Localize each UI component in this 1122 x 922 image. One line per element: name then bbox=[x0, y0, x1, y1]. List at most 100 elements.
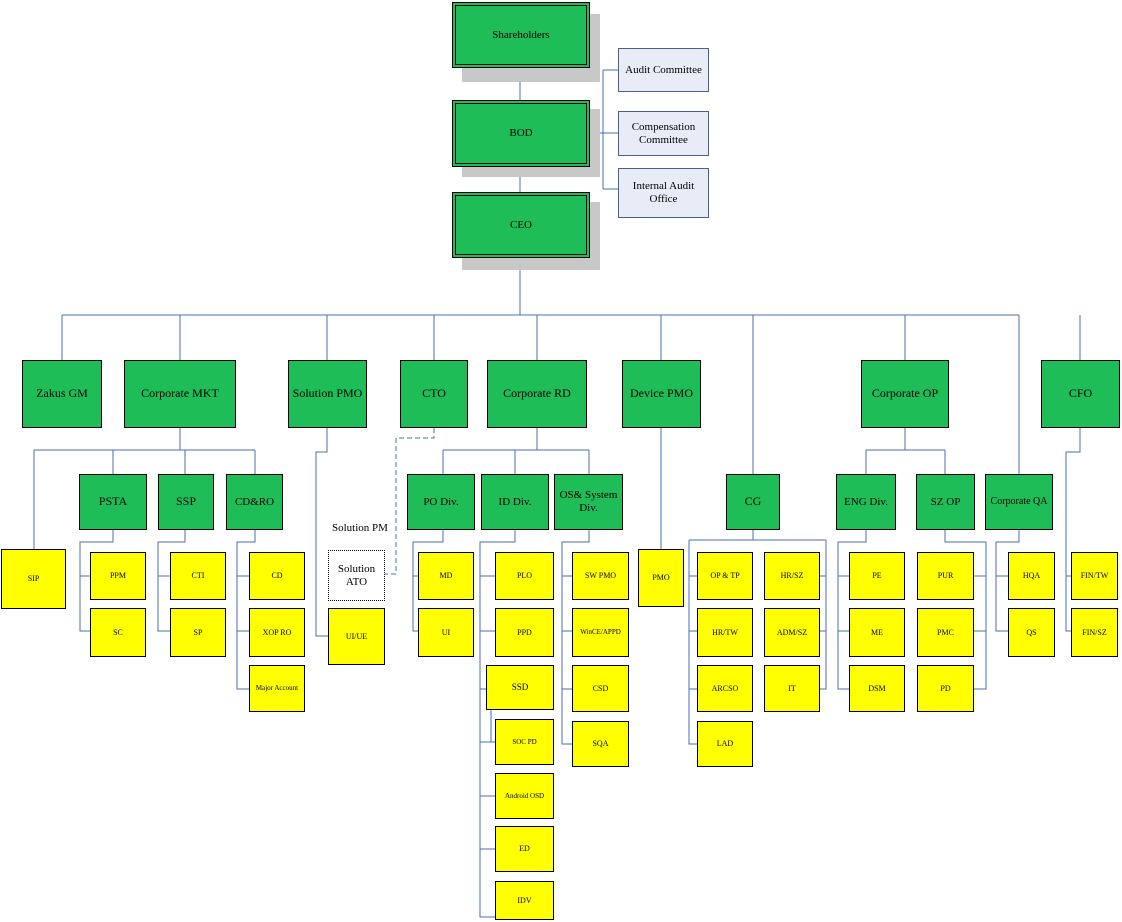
unit-pmo: PMO bbox=[638, 549, 684, 607]
unit-ui-ue: UI/UE bbox=[328, 608, 385, 665]
unit-hr-sz-label: HR/SZ bbox=[780, 571, 804, 581]
solution-pm-label: Solution PM bbox=[332, 522, 388, 534]
unit-hr-sz: HR/SZ bbox=[764, 552, 820, 600]
unit-pmo-label: PMO bbox=[652, 573, 670, 583]
unit-cd: CD bbox=[249, 552, 305, 600]
internal-audit-office-box: Internal Audit Office bbox=[618, 168, 709, 218]
unit-pur-label: PUR bbox=[937, 571, 954, 581]
unit-ppd: PPD bbox=[495, 608, 554, 657]
dept-cfo: CFO bbox=[1041, 360, 1120, 428]
unit-it-label: IT bbox=[788, 683, 796, 693]
unit-sp-label: SP bbox=[193, 627, 203, 637]
audit-committee-box: Audit Committee bbox=[618, 48, 709, 92]
dept-corporate-rd-label: Corporate RD bbox=[503, 386, 571, 401]
unit-pd-label: PD bbox=[940, 683, 951, 693]
unit-po-div: PO Div. bbox=[407, 474, 475, 530]
unit-fin-tw: FIN/TW bbox=[1071, 552, 1118, 600]
unit-cg-label: CG bbox=[744, 494, 762, 509]
unit-cg: CG bbox=[726, 474, 780, 530]
unit-ui-ue-label: UI/UE bbox=[345, 631, 368, 641]
unit-hr-tw-label: HR/TW bbox=[712, 627, 738, 637]
unit-ssd: SSD bbox=[486, 665, 554, 710]
dept-corporate-op-label: Corporate OP bbox=[871, 386, 939, 401]
unit-corporate-qa: Corporate QA bbox=[985, 474, 1053, 530]
audit-committee-label: Audit Committee bbox=[625, 63, 702, 76]
unit-dsm: DSM bbox=[849, 665, 905, 712]
unit-ssd-label: SSD bbox=[511, 682, 529, 693]
unit-plo-label: PLO bbox=[516, 571, 533, 581]
unit-cd-ro-label: CD&RO bbox=[234, 495, 275, 508]
unit-hqa: HQA bbox=[1008, 552, 1055, 600]
unit-arcso: ARCSO bbox=[697, 665, 753, 712]
unit-me: ME bbox=[849, 608, 905, 657]
dept-zakus-gm-label: Zakus GM bbox=[36, 386, 88, 401]
unit-cti-label: CTI bbox=[191, 571, 205, 581]
unit-op-tp-label: OP & TP bbox=[710, 571, 740, 581]
unit-eng-div-label: ENG Div. bbox=[844, 495, 888, 508]
unit-wince-appd-label: WinCE/APPD bbox=[580, 628, 621, 637]
unit-pe: PE bbox=[849, 552, 905, 600]
unit-soc-pd: SOC PD bbox=[495, 719, 554, 765]
unit-soc-pd-label: SOC PD bbox=[512, 737, 537, 746]
shareholders-box: Shareholders bbox=[452, 2, 590, 68]
unit-pe-label: PE bbox=[872, 571, 882, 581]
compensation-committee-box: Compensation Committee bbox=[618, 111, 709, 156]
unit-pmc: PMC bbox=[917, 608, 974, 657]
dept-solution-pmo: Solution PMO bbox=[288, 360, 367, 428]
unit-qs: QS bbox=[1008, 608, 1055, 657]
unit-xop-ro-label: XOP RO bbox=[262, 627, 292, 637]
unit-lad: LAD bbox=[697, 721, 753, 767]
dept-corporate-mkt: Corporate MKT bbox=[124, 360, 236, 428]
unit-sip-label: SIP bbox=[27, 574, 40, 584]
compensation-committee-label: Compensation Committee bbox=[631, 120, 696, 146]
unit-fin-tw-label: FIN/TW bbox=[1080, 571, 1109, 581]
unit-eng-div: ENG Div. bbox=[836, 474, 896, 530]
unit-ui: UI bbox=[418, 608, 474, 657]
unit-os-system-div: OS& System Div. bbox=[554, 474, 623, 530]
unit-lad-label: LAD bbox=[716, 739, 734, 749]
unit-sp: SP bbox=[170, 608, 226, 657]
unit-adm-sz-label: ADM/SZ bbox=[776, 627, 808, 637]
unit-po-div-label: PO Div. bbox=[423, 495, 459, 508]
unit-psta: PSTA bbox=[79, 474, 147, 530]
unit-android-osd: Android OSD bbox=[495, 773, 554, 819]
unit-sqa-label: SQA bbox=[592, 739, 609, 749]
unit-sip: SIP bbox=[1, 549, 66, 609]
ceo-label: CEO bbox=[510, 218, 532, 231]
unit-sz-op: SZ OP bbox=[916, 474, 975, 530]
unit-sw-pmo-label: SW PMO bbox=[584, 571, 617, 581]
unit-major-account: Major Account bbox=[249, 665, 305, 712]
internal-audit-office-label: Internal Audit Office bbox=[632, 180, 695, 205]
unit-wince-appd: WinCE/APPD bbox=[572, 608, 629, 657]
dept-cto-label: CTO bbox=[422, 386, 446, 401]
unit-csd: CSD bbox=[572, 665, 629, 712]
unit-sz-op-label: SZ OP bbox=[930, 495, 961, 508]
unit-hqa-label: HQA bbox=[1022, 571, 1041, 581]
solution-ato-label: Solution ATO bbox=[337, 562, 376, 588]
dept-solution-pmo-label: Solution PMO bbox=[292, 386, 363, 401]
unit-idv-label: IDV bbox=[517, 895, 532, 905]
unit-adm-sz: ADM/SZ bbox=[764, 608, 820, 657]
unit-ed-label: ED bbox=[519, 844, 530, 854]
dept-corporate-op: Corporate OP bbox=[861, 360, 949, 428]
dept-cto: CTO bbox=[400, 360, 468, 428]
unit-os-system-div-label: OS& System Div. bbox=[559, 489, 618, 514]
unit-ed: ED bbox=[495, 826, 554, 872]
unit-op-tp: OP & TP bbox=[697, 552, 753, 600]
dept-corporate-mkt-label: Corporate MKT bbox=[141, 386, 219, 401]
unit-id-div-label: ID Div. bbox=[498, 495, 532, 508]
ceo-box: CEO bbox=[452, 192, 590, 258]
unit-arcso-label: ARCSO bbox=[711, 683, 739, 693]
unit-csd-label: CSD bbox=[592, 683, 609, 693]
unit-psta-label: PSTA bbox=[98, 494, 128, 509]
unit-cd-label: CD bbox=[271, 571, 283, 581]
dept-corporate-rd: Corporate RD bbox=[487, 360, 587, 428]
unit-pd: PD bbox=[917, 665, 974, 712]
unit-corporate-qa-label: Corporate QA bbox=[990, 496, 1048, 508]
dept-cfo-label: CFO bbox=[1068, 386, 1093, 401]
unit-id-div: ID Div. bbox=[481, 474, 549, 530]
unit-md: MD bbox=[418, 552, 474, 600]
bod-box: BOD bbox=[452, 100, 590, 167]
